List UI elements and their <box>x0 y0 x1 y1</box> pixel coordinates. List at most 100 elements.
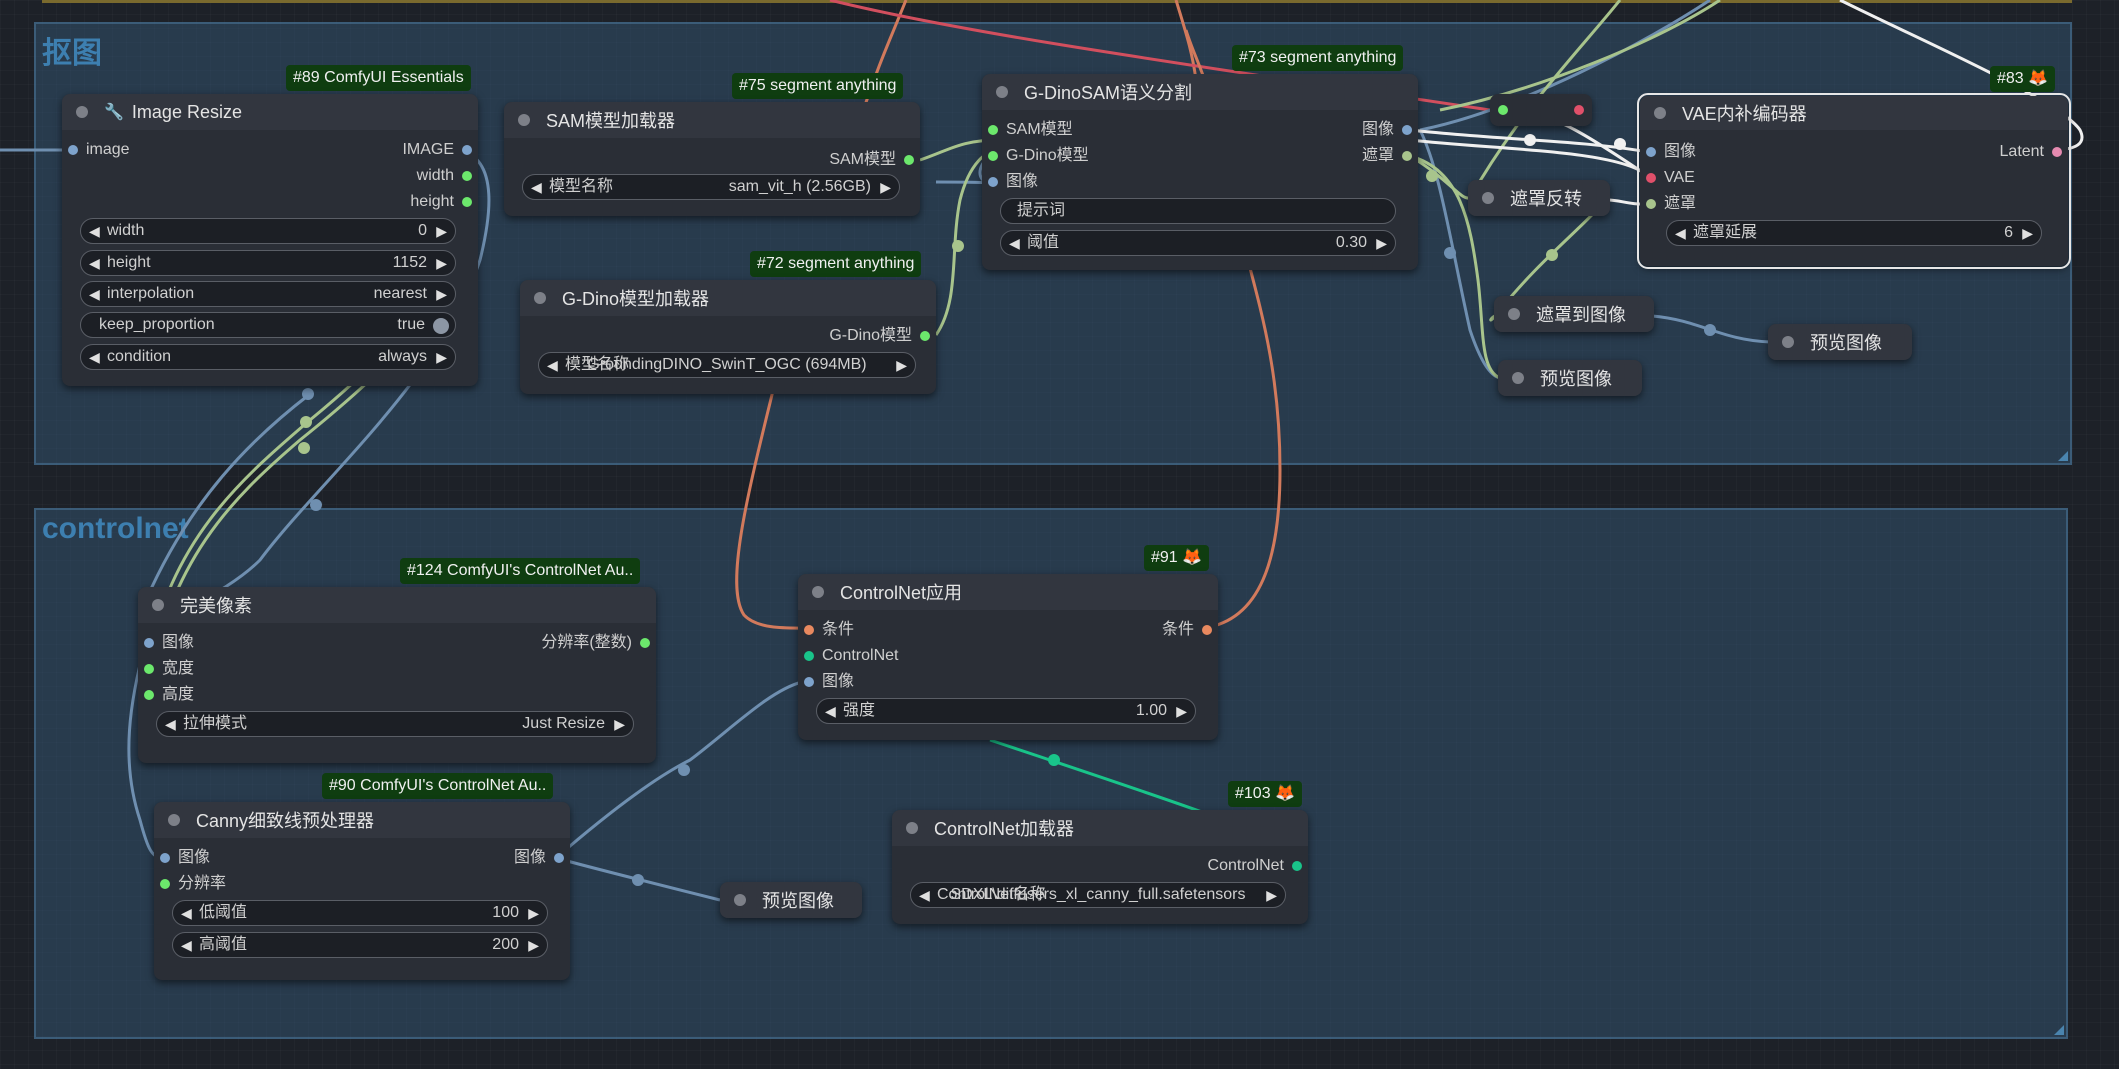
collapse-dot[interactable] <box>518 114 530 126</box>
sam-model-combo[interactable]: ◀ 模型名称 sam_vit_h (2.56GB) ▶ <box>522 174 900 200</box>
reroute-input-dot[interactable] <box>1498 105 1508 115</box>
collapse-dot[interactable] <box>534 292 546 304</box>
node-canny[interactable]: Canny细致线预处理器 图像 分辨率 图像 ◀ 低阈值 100 ▶ ◀ 高阈值… <box>154 802 570 980</box>
slot-dot[interactable] <box>640 638 650 648</box>
node-pixel-perfect[interactable]: 完美像素 图像 宽度 高度 分辨率(整数) ◀ 拉伸模式 Just Resize… <box>138 587 656 763</box>
input-slot-controlnet[interactable]: ControlNet <box>798 646 898 666</box>
node-header[interactable]: G-DinoSAM语义分割 <box>982 74 1418 110</box>
slot-dot[interactable] <box>804 677 814 687</box>
group-resize-handle[interactable] <box>2058 451 2068 461</box>
increment-arrow-icon[interactable]: ▶ <box>436 223 447 239</box>
group-resize-handle[interactable] <box>2054 1025 2064 1035</box>
increment-arrow-icon[interactable]: ▶ <box>1176 703 1187 719</box>
mask-grow-widget[interactable]: ◀ 遮罩延展 6 ▶ <box>1666 220 2042 246</box>
slot-dot[interactable] <box>462 171 472 181</box>
output-slot-latent[interactable]: Latent <box>2000 142 2068 162</box>
node-header[interactable]: SAM模型加载器 <box>504 102 920 138</box>
next-arrow-icon[interactable]: ▶ <box>1266 887 1277 903</box>
input-slot-image[interactable]: 图像 <box>982 172 1038 192</box>
prev-arrow-icon[interactable]: ◀ <box>89 349 100 365</box>
slot-dot[interactable] <box>804 625 814 635</box>
reroute-output-dot[interactable] <box>1574 105 1584 115</box>
output-slot-resolution[interactable]: 分辨率(整数) <box>541 633 656 653</box>
collapse-dot[interactable] <box>152 599 164 611</box>
output-slot-image[interactable]: IMAGE <box>402 140 478 160</box>
output-slot-height[interactable]: height <box>410 192 478 212</box>
collapse-dot[interactable] <box>76 106 88 118</box>
input-slot-vae[interactable]: VAE <box>1640 168 1695 188</box>
slot-dot[interactable] <box>1646 199 1656 209</box>
slot-dot[interactable] <box>1402 151 1412 161</box>
node-mask-to-image[interactable]: 遮罩到图像 <box>1494 296 1654 332</box>
prompt-text-widget[interactable]: 提示词 <box>1000 198 1396 224</box>
width-number-widget[interactable]: ◀ width 0 ▶ <box>80 218 456 244</box>
collapse-dot[interactable] <box>996 86 1008 98</box>
node-gdino-loader[interactable]: G-Dino模型加载器 G-Dino模型 ◀ 模型名称 GroundingDIN… <box>520 280 936 394</box>
slot-dot[interactable] <box>462 197 472 207</box>
node-header[interactable]: 完美像素 <box>138 587 656 623</box>
slot-dot[interactable] <box>988 125 998 135</box>
increment-arrow-icon[interactable]: ▶ <box>528 937 539 953</box>
slot-dot[interactable] <box>920 331 930 341</box>
node-header[interactable]: ControlNet应用 <box>798 574 1218 610</box>
prev-arrow-icon[interactable]: ◀ <box>165 716 176 732</box>
node-header[interactable]: Canny细致线预处理器 <box>154 802 570 838</box>
slot-dot[interactable] <box>144 638 154 648</box>
collapse-dot[interactable] <box>1508 308 1520 320</box>
input-slot-image[interactable]: 图像 <box>1640 142 1696 162</box>
node-vae-inpaint[interactable]: VAE内补编码器 图像 VAE 遮罩 Latent ◀ 遮罩延展 6 ▶ <box>1637 93 2071 269</box>
output-slot-mask[interactable]: 遮罩 <box>1362 146 1418 166</box>
prev-arrow-icon[interactable]: ◀ <box>89 286 100 302</box>
next-arrow-icon[interactable]: ▶ <box>896 357 907 373</box>
input-slot-conditioning[interactable]: 条件 <box>798 620 854 640</box>
collapse-dot[interactable] <box>1482 192 1494 204</box>
slot-dot[interactable] <box>1646 147 1656 157</box>
low-threshold-widget[interactable]: ◀ 低阈值 100 ▶ <box>172 900 548 926</box>
slot-dot[interactable] <box>1292 861 1302 871</box>
increment-arrow-icon[interactable]: ▶ <box>2022 225 2033 241</box>
slot-dot[interactable] <box>144 690 154 700</box>
decrement-arrow-icon[interactable]: ◀ <box>89 255 100 271</box>
resize-mode-combo[interactable]: ◀ 拉伸模式 Just Resize ▶ <box>156 711 634 737</box>
high-threshold-widget[interactable]: ◀ 高阈值 200 ▶ <box>172 932 548 958</box>
strength-number-widget[interactable]: ◀ 强度 1.00 ▶ <box>816 698 1196 724</box>
decrement-arrow-icon[interactable]: ◀ <box>181 905 192 921</box>
node-controlnet-loader[interactable]: ControlNet加载器 ControlNet ◀ ControlNet名称 … <box>892 810 1308 924</box>
input-slot-sam[interactable]: SAM模型 <box>982 120 1073 140</box>
slot-dot[interactable] <box>462 145 472 155</box>
node-header[interactable]: 🔧 Image Resize <box>62 94 478 130</box>
input-slot-height[interactable]: 高度 <box>138 685 194 705</box>
collapse-dot[interactable] <box>1512 372 1524 384</box>
node-mask-invert[interactable]: 遮罩反转 <box>1468 180 1610 216</box>
slot-dot[interactable] <box>804 651 814 661</box>
prev-arrow-icon[interactable]: ◀ <box>531 179 542 195</box>
next-arrow-icon[interactable]: ▶ <box>614 716 625 732</box>
node-header[interactable]: 预览图像 <box>1498 360 1642 396</box>
increment-arrow-icon[interactable]: ▶ <box>436 255 447 271</box>
input-slot-image[interactable]: image <box>62 140 130 160</box>
increment-arrow-icon[interactable]: ▶ <box>528 905 539 921</box>
slot-dot[interactable] <box>1402 125 1412 135</box>
input-slot-image[interactable]: 图像 <box>138 633 194 653</box>
slot-dot[interactable] <box>160 853 170 863</box>
output-slot-conditioning[interactable]: 条件 <box>1162 620 1218 640</box>
toggle-knob[interactable] <box>433 318 449 334</box>
collapse-dot[interactable] <box>906 822 918 834</box>
node-image-resize[interactable]: 🔧 Image Resize image IMAGE width height … <box>62 94 478 386</box>
node-header[interactable]: ControlNet加载器 <box>892 810 1308 846</box>
input-slot-gdino[interactable]: G-Dino模型 <box>982 146 1089 166</box>
prev-arrow-icon[interactable]: ◀ <box>919 887 930 903</box>
node-header[interactable]: 遮罩反转 <box>1468 180 1610 216</box>
decrement-arrow-icon[interactable]: ◀ <box>825 703 836 719</box>
slot-dot[interactable] <box>554 853 564 863</box>
increment-arrow-icon[interactable]: ▶ <box>1376 235 1387 251</box>
output-slot-image[interactable]: 图像 <box>1362 120 1418 140</box>
next-arrow-icon[interactable]: ▶ <box>436 349 447 365</box>
slot-dot[interactable] <box>68 145 78 155</box>
node-preview-image-canny[interactable]: 预览图像 <box>720 882 862 918</box>
gdino-model-combo[interactable]: ◀ 模型名称 GroundingDINO_SwinT_OGC (694MB) ▶ <box>538 352 916 378</box>
output-slot-gdino[interactable]: G-Dino模型 <box>829 326 936 346</box>
input-slot-mask[interactable]: 遮罩 <box>1640 194 1696 214</box>
node-header[interactable]: VAE内补编码器 <box>1640 96 2068 130</box>
keep-proportion-toggle[interactable]: keep_proportion true <box>80 312 456 338</box>
